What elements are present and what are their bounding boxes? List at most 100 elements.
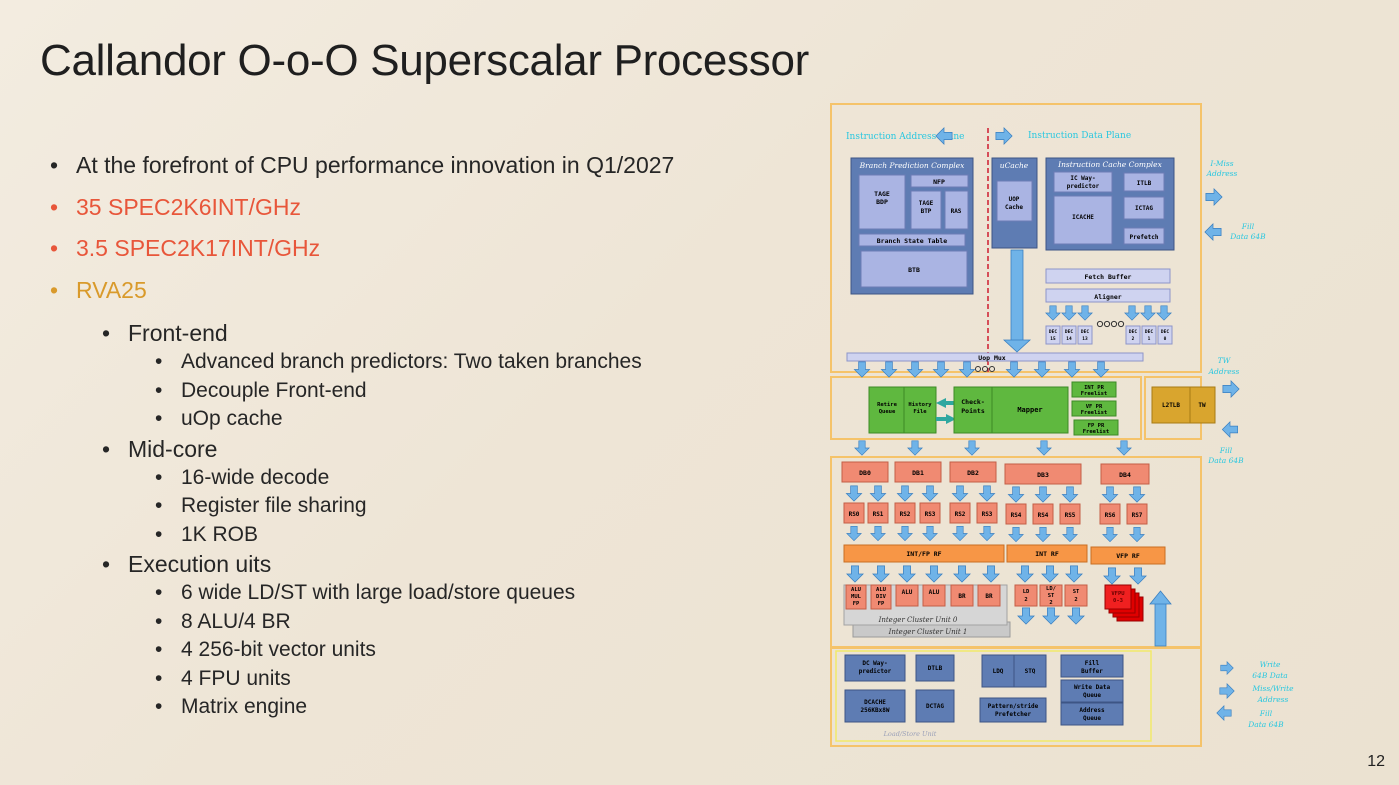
icache-label: ICACHE (1072, 214, 1094, 221)
arrow-down-icon (932, 361, 950, 378)
branch-state-table-block (858, 233, 966, 247)
fetch-buffer-label: Fetch Buffer (1085, 273, 1132, 281)
checkpoints-label: Points (961, 407, 985, 415)
fill-data-label: Data 64B (1247, 720, 1284, 729)
arrow-down-icon (1045, 305, 1061, 321)
fp-pr-label: Freelist (1083, 429, 1110, 435)
decoder-label: DEC (1081, 329, 1089, 335)
ldq-block (981, 654, 1015, 688)
bullet-midcore: Mid-core (50, 434, 810, 464)
l2tlb-block (1151, 386, 1191, 424)
arrow-down-icon (872, 565, 890, 583)
uop-cache-block (996, 180, 1033, 222)
arrow-left-icon (1221, 421, 1239, 438)
decoder-label: 1 (1148, 336, 1151, 342)
bullet-exec: Execution uits (50, 549, 810, 579)
ras-label: RAS (951, 208, 962, 215)
branch-unit (977, 584, 1001, 607)
reservation-station (1099, 503, 1121, 525)
rs-label: RS2 (900, 511, 911, 518)
reservation-station (949, 502, 971, 524)
bullet-frontend: Front-end (50, 318, 810, 348)
load-store-unit (1039, 584, 1063, 607)
dispatch-buffer-label: DB0 (859, 469, 871, 477)
tage-bdp-label: BDP (876, 198, 888, 206)
fetch-buffer-block (1045, 268, 1171, 284)
uop-mux-label: Uop Mux (978, 354, 1005, 362)
checkpoints-label: Check- (961, 398, 984, 406)
arrow-down-icon (1034, 486, 1052, 503)
decoder-block (1061, 325, 1077, 345)
int-pr-label: INT PR (1084, 385, 1105, 391)
arrow-down-icon (922, 525, 938, 542)
arrow-left-icon (936, 398, 956, 408)
decoder-label: 15 (1050, 336, 1056, 342)
history-file-label: History (908, 402, 932, 408)
address-queue-label: Queue (1083, 715, 1101, 722)
pattern-stride-prefetcher-block (979, 697, 1047, 723)
ic-way-predictor-block (1053, 171, 1113, 193)
arrow-left-icon (1216, 705, 1232, 721)
bullet-midcore-item: 16-wide decode (50, 464, 810, 493)
arrow-down-icon (1016, 565, 1034, 583)
ictag-label: ICTAG (1135, 205, 1153, 212)
decoder-label: DEC (1129, 329, 1137, 335)
stq-block (1013, 654, 1047, 688)
reservation-station (1059, 503, 1081, 525)
uop-mux-bar (846, 352, 1144, 362)
bullet-frontend-item: Advanced branch predictors: Two taken br… (50, 348, 810, 377)
arrow-right-icon (1219, 661, 1235, 675)
dcache-label: DCACHE (864, 699, 886, 706)
arrow-down-icon (906, 361, 924, 378)
decoder-ellipsis (1096, 320, 1125, 328)
rs-label: RS5 (1065, 512, 1076, 519)
decoder-block (1045, 325, 1061, 345)
rs-label: RS7 (1132, 512, 1143, 519)
dispatch-buffer (1100, 463, 1150, 485)
bullet-spec2k6: 35 SPEC2K6INT/GHz (50, 187, 810, 229)
br-label: BR (958, 593, 966, 600)
arrow-down-icon (1033, 361, 1051, 378)
dispatch-buffer (949, 461, 997, 483)
miss-write-label: Miss/Write (1251, 684, 1294, 693)
arrow-down-icon (1017, 607, 1035, 625)
arrow-right-icon (936, 414, 956, 424)
mapper-block (991, 386, 1069, 434)
icu0-label: Integer Cluster Unit 0 (878, 616, 958, 624)
arrow-down-icon (951, 485, 969, 502)
return-shaft (1154, 601, 1167, 647)
slide-title: Callandor O-o-O Superscalar Processor (40, 36, 809, 85)
int-fp-rf-label: INT/FP RF (906, 550, 941, 558)
retire-queue-label: Retire (877, 402, 898, 408)
decoder-label: DEC (1049, 329, 1057, 335)
dispatch-buffer-label: DB3 (1037, 471, 1049, 479)
arrow-down-icon (896, 485, 914, 502)
alu-unit (895, 584, 919, 607)
arrow-down-icon (958, 361, 976, 378)
rs-label: RS6 (1105, 512, 1116, 519)
alu-label: ALU (902, 589, 913, 596)
arrow-left-icon (1204, 223, 1222, 241)
bullet-list: At the forefront of CPU performance inno… (50, 145, 810, 722)
arrow-down-icon (1067, 607, 1085, 625)
arrow-down-icon (1103, 567, 1121, 585)
icc-title: Instruction Cache Complex (1057, 160, 1162, 169)
tage-bdp-label: TAGE (874, 190, 890, 198)
lsu-inner-outline (835, 650, 1152, 742)
dispatch-buffer-label: DB1 (912, 469, 924, 477)
alu-label: ALU (929, 589, 940, 596)
int-register-file (1006, 544, 1088, 563)
arrow-down-icon (1128, 486, 1146, 503)
alu-div-label: DIV (876, 594, 887, 600)
arrow-down-icon (1063, 361, 1081, 378)
dcache-label: 256KBx8W (861, 707, 890, 714)
ras-block (944, 190, 969, 230)
arrow-down-icon (898, 565, 916, 583)
db-to-rs-arrows (845, 485, 1146, 503)
bullet-exec-item: 4 256-bit vector units (50, 636, 810, 665)
vf-pr-freelist-block (1071, 400, 1117, 417)
fp-pr-label: FP PR (1088, 423, 1105, 429)
alu-mul-fp-unit (845, 584, 867, 610)
write-label: Write (1260, 660, 1281, 669)
label-instruction-address-plane: Instruction Address Plane (846, 132, 964, 142)
